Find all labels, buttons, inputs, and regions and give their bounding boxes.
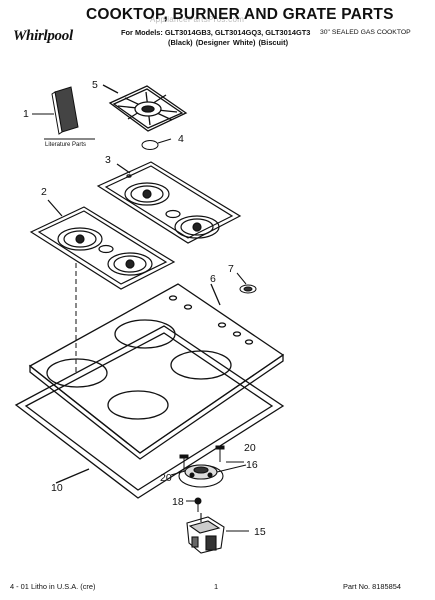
callout-10: 10 bbox=[51, 482, 63, 494]
watermark-text: AppliancePartsPros.com bbox=[150, 15, 245, 24]
callout-2: 2 bbox=[41, 186, 47, 198]
burner-cap-illustration bbox=[141, 138, 172, 150]
finish-list: (Black) (Designer White) (Biscuit) bbox=[168, 38, 289, 47]
callout-7: 7 bbox=[228, 263, 234, 275]
callout-5: 5 bbox=[92, 79, 98, 91]
cooktop-illustration bbox=[28, 283, 285, 460]
gasket-illustration bbox=[14, 325, 285, 499]
brand-logo: Whirlpool bbox=[13, 28, 73, 44]
model-list: For Models: GLT3014GB3, GLT3014GQ3, GLT3… bbox=[121, 28, 311, 37]
burner-panel-right bbox=[96, 161, 242, 244]
callout-4: 4 bbox=[178, 133, 184, 145]
footer-part-number: Part No. 8185854 bbox=[343, 582, 401, 591]
product-description: 30" SEALED GAS COOKTOP bbox=[320, 29, 411, 36]
grate-illustration bbox=[102, 84, 188, 132]
page-title: COOKTOP, BURNER AND GRATE PARTS bbox=[86, 6, 394, 23]
callout-3: 3 bbox=[105, 154, 111, 166]
callout-15: 15 bbox=[254, 526, 266, 538]
burner-housing-illustration bbox=[186, 513, 249, 554]
callout-1: 1 bbox=[23, 108, 29, 120]
callout-20-lower: 20 bbox=[160, 472, 172, 484]
literature-parts-label: Literature Parts bbox=[45, 142, 86, 148]
callout-6: 6 bbox=[210, 273, 216, 285]
callout-16: 16 bbox=[246, 459, 258, 471]
burner-base-illustration bbox=[170, 461, 247, 488]
literature-parts-illustration bbox=[32, 86, 95, 140]
footer-litho: 4 - 01 Litho in U.S.A. (cre) bbox=[10, 582, 96, 591]
screw-icon bbox=[215, 445, 225, 462]
plug-illustration bbox=[236, 272, 257, 294]
callout-20-upper: 20 bbox=[244, 442, 256, 454]
screw-icon bbox=[179, 454, 189, 471]
footer-page-number: 1 bbox=[214, 582, 219, 591]
callout-18: 18 bbox=[172, 496, 184, 508]
igniter-illustration bbox=[186, 497, 202, 512]
burner-panel-left bbox=[29, 199, 176, 290]
